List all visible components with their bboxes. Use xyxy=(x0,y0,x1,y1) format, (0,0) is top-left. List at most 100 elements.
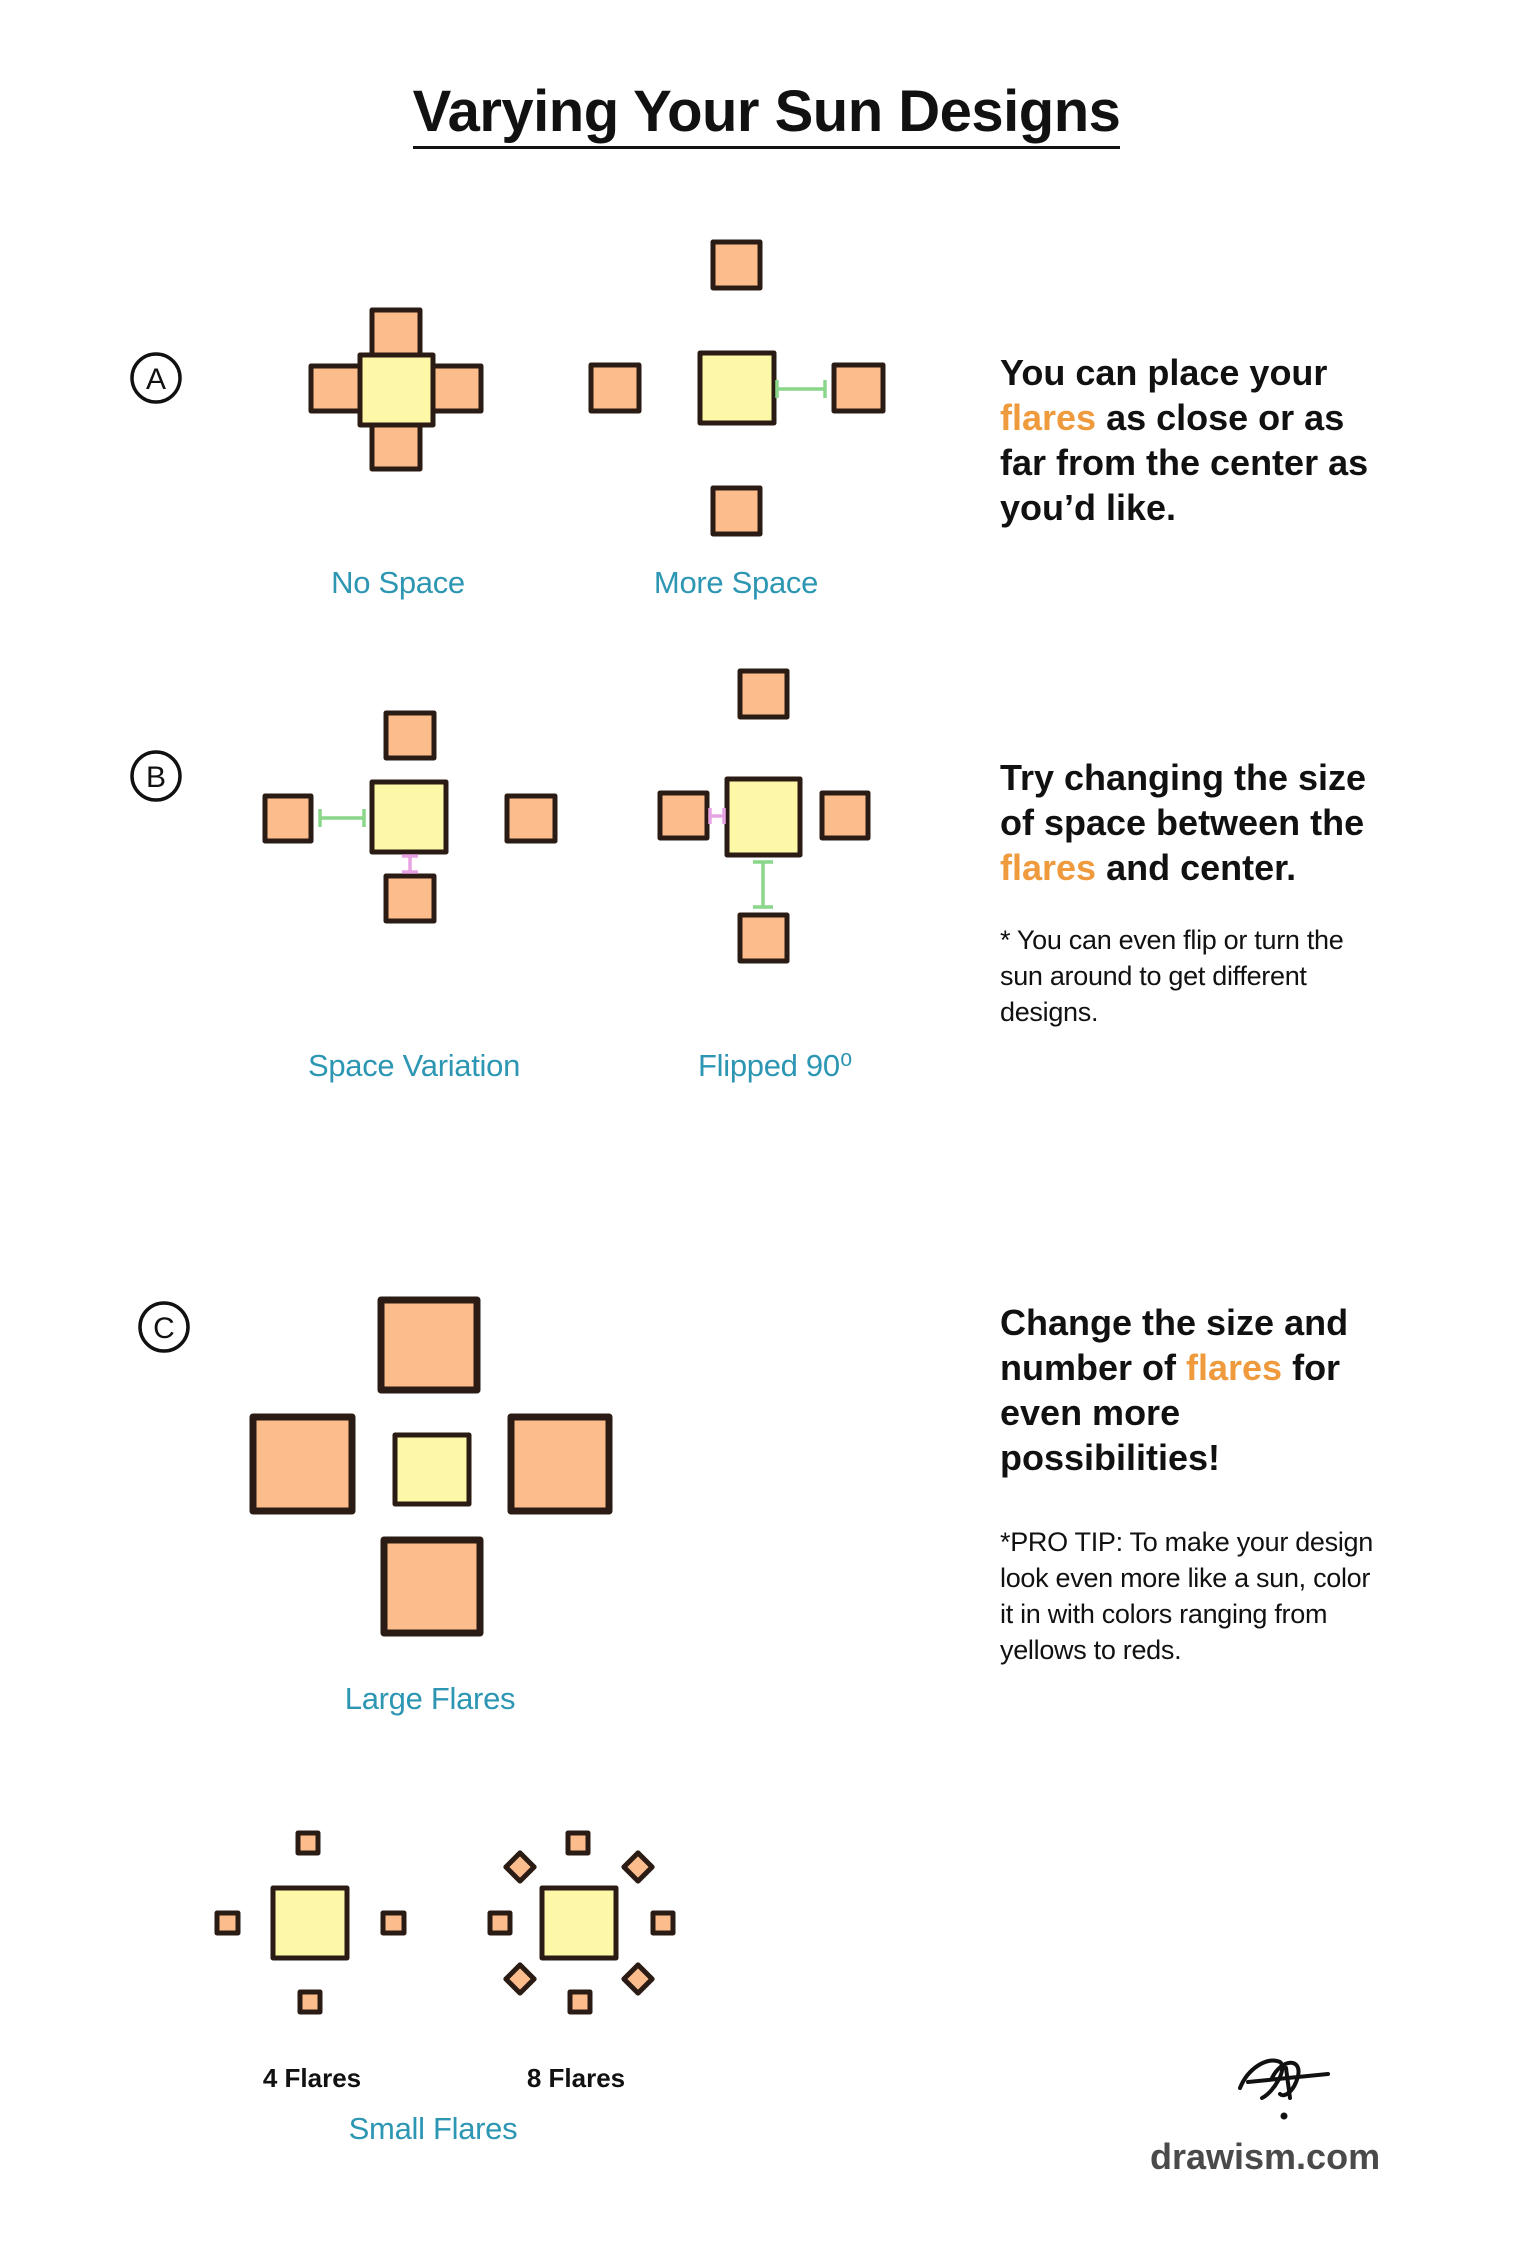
flare-left xyxy=(308,363,363,414)
flare-bottom xyxy=(297,1989,323,2015)
section-a-line-2: flares as close or as xyxy=(1000,395,1368,440)
section-b-note: * You can even flip or turn the sun arou… xyxy=(1000,922,1344,1030)
flares-highlight: flares xyxy=(1000,847,1097,888)
section-a-line-4: you’d like. xyxy=(1000,487,1177,528)
flare-right xyxy=(380,1910,407,1936)
flare-diagonal-br xyxy=(621,1962,655,1996)
section-c-tip-line-2: look even more like a sun, color xyxy=(1000,1563,1371,1593)
flare-top xyxy=(383,710,437,761)
section-b-line-2: of space between the xyxy=(1000,802,1365,843)
flare-top xyxy=(565,1830,591,1856)
gap-indicator-left xyxy=(318,809,366,827)
flare-diagonal-tr xyxy=(621,1850,655,1884)
sun-center xyxy=(357,352,436,428)
page-title-text: Varying Your Sun Designs xyxy=(412,79,1121,149)
sun-center xyxy=(392,1432,472,1507)
flare-top xyxy=(377,1296,481,1394)
section-c-line-3: even more xyxy=(1000,1392,1181,1433)
caption-large-flares: Large Flares xyxy=(344,1681,516,1716)
caption-small-flares: Small Flares xyxy=(348,2111,518,2146)
sun-center xyxy=(270,1885,350,1961)
flare-left xyxy=(214,1910,241,1936)
page-title: Varying Your Sun Designs xyxy=(0,78,1533,149)
sun-center xyxy=(539,1885,619,1961)
flare-right xyxy=(831,362,886,414)
flare-right xyxy=(507,1413,613,1515)
section-b-note-line-2: sun around to get different xyxy=(1000,961,1307,991)
sun-center xyxy=(697,350,777,426)
site-url[interactable]: drawism.com xyxy=(1150,2136,1381,2177)
section-c-line-2-start: number of xyxy=(1000,1347,1186,1388)
sun-flipped xyxy=(657,668,871,964)
section-b-line-3-rest: and center. xyxy=(1096,847,1297,888)
sun-more-space xyxy=(588,239,886,537)
flare-bottom xyxy=(567,1989,593,2015)
flare-left xyxy=(262,793,314,844)
marker-b-label: B xyxy=(146,761,166,794)
flare-top xyxy=(295,1830,321,1856)
marker-a: A xyxy=(130,352,182,404)
flare-right xyxy=(430,363,484,414)
flares-highlight: flares xyxy=(1186,1347,1283,1388)
section-c-tip: *PRO TIP: To make your design look even … xyxy=(1000,1524,1373,1668)
flare-left xyxy=(657,790,710,841)
section-b-note-line-1: * You can even flip or turn the xyxy=(1000,925,1344,955)
flare-bottom xyxy=(737,912,790,964)
flare-top xyxy=(369,307,423,358)
sun-large-flares xyxy=(249,1296,613,1637)
flare-left xyxy=(249,1413,356,1515)
section-c-tip-line-4: yellows to reds. xyxy=(1000,1635,1182,1665)
sun-center xyxy=(369,779,449,855)
flare-right xyxy=(650,1910,676,1936)
section-c-line-2-end: for xyxy=(1282,1347,1341,1388)
flare-left xyxy=(588,362,642,414)
flare-top xyxy=(737,668,790,720)
caption-more-space: More Space xyxy=(653,565,819,600)
flare-right xyxy=(504,793,558,844)
flare-bottom xyxy=(710,485,763,537)
flare-diagonal-tl xyxy=(503,1850,537,1884)
caption-space-variation: Space Variation xyxy=(307,1048,521,1083)
sun-center xyxy=(724,776,803,858)
flare-bottom xyxy=(369,421,423,472)
label-8-flares: 8 Flares xyxy=(526,2063,626,2093)
section-c-line-4: possibilities! xyxy=(1000,1437,1221,1478)
flare-top xyxy=(710,239,763,291)
sun-4-small-flares xyxy=(214,1830,407,2015)
section-c-text: Change the size and number of flares for… xyxy=(1000,1300,1348,1480)
drawism-logo-icon xyxy=(1238,2058,1330,2120)
gap-indicator-left xyxy=(708,808,726,824)
sun-no-space xyxy=(308,307,484,472)
section-b-text: Try changing the size of space between t… xyxy=(1000,755,1366,890)
sun-8-small-flares xyxy=(487,1830,676,2015)
section-c-tip-line-1: *PRO TIP: To make your design xyxy=(1000,1527,1373,1557)
marker-b: B xyxy=(130,750,182,802)
section-c-line-1: Change the size and xyxy=(1000,1302,1349,1343)
gap-indicator-bottom xyxy=(753,860,773,909)
flare-left xyxy=(487,1910,513,1936)
section-a-line-3: far from the center as xyxy=(1000,442,1369,483)
section-b-note-line-3: designs. xyxy=(1000,997,1099,1027)
sun-space-variation xyxy=(262,710,558,924)
marker-c: C xyxy=(138,1301,190,1353)
section-c-line-2: number of flares for xyxy=(1000,1345,1348,1390)
marker-c-label: C xyxy=(153,1312,175,1345)
flare-right xyxy=(819,790,871,841)
flare-bottom xyxy=(383,873,437,924)
section-b-line-3: flares and center. xyxy=(1000,845,1366,890)
gap-indicator xyxy=(775,380,827,398)
section-c-tip-line-3: it in with colors ranging from xyxy=(1000,1599,1328,1629)
section-a-line-1: You can place your xyxy=(1000,352,1328,393)
gap-indicator-bottom xyxy=(402,854,418,874)
section-a-line-2-rest: as close or as xyxy=(1096,397,1345,438)
label-4-flares: 4 Flares xyxy=(262,2063,362,2093)
marker-a-label: A xyxy=(146,363,166,396)
section-a-text: You can place your flares as close or as… xyxy=(1000,350,1368,530)
flares-highlight: flares xyxy=(1000,397,1097,438)
caption-no-space: No Space xyxy=(331,565,465,600)
flare-diagonal-bl xyxy=(503,1962,537,1996)
section-b-line-1: Try changing the size xyxy=(1000,757,1367,798)
flare-bottom xyxy=(380,1536,484,1637)
caption-flipped: Flipped 90⁰ xyxy=(698,1048,852,1083)
